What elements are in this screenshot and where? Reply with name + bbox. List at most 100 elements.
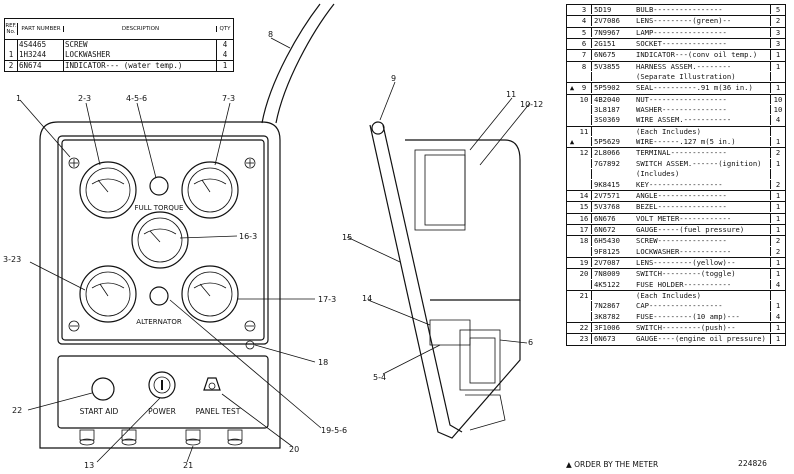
row-ref [577, 311, 592, 321]
label-panel-test: PANEL TEST [196, 407, 241, 416]
row-mark [567, 105, 577, 114]
row-qty: 1 [770, 213, 785, 223]
callout-13: 13 [84, 461, 94, 470]
small-parts-table: REF. No. PART NUMBER DESCRIPTION QTY 4S4… [4, 18, 234, 72]
row-qty: 3 [770, 27, 785, 38]
row-ref: 20 [577, 269, 592, 279]
small-row-part: 6N674 [18, 61, 64, 71]
row-part-number: 6H5430 [594, 236, 620, 246]
callout-5-4: 5-4 [373, 373, 386, 382]
row-mark: ▲ [569, 137, 575, 147]
row-part-number: 3S0369 [594, 115, 620, 125]
small-table-row: 2 6N674 INDICATOR--- (water temp.) 1 [5, 60, 233, 71]
row-mark [567, 148, 577, 157]
row-qty: 4 [770, 279, 785, 289]
small-header-part: PART NUMBER [18, 26, 64, 32]
side-view-panel [369, 121, 521, 439]
row-part-number: 4K5122 [594, 279, 620, 289]
row-part-number: 9F8125 [594, 246, 620, 256]
row-description: KEY----------------- [636, 179, 723, 189]
row-qty: 1 [770, 61, 785, 72]
row-part-number: 6N672 [594, 224, 616, 234]
row-description: SWITCH ASSEM.------(ignition) [636, 158, 762, 168]
row-part-number: 5D19 [594, 5, 612, 14]
row-ref [577, 137, 592, 147]
row-qty [770, 290, 785, 301]
parts-list-row: 21 (Each Includes) [567, 289, 785, 301]
row-ref: 19 [577, 257, 592, 268]
row-mark [567, 39, 577, 48]
row-mark [567, 115, 577, 124]
row-qty: 1 [770, 83, 785, 93]
callout-2-3: 2-3 [78, 94, 91, 103]
gauge-engine-oil-pressure-icon [79, 265, 137, 323]
callout-1: 1 [16, 94, 21, 103]
row-part-number: 3L8187 [594, 105, 620, 115]
callout-11: 11 [506, 90, 516, 99]
indicator-lamp-green-icon [149, 176, 169, 196]
row-mark [567, 280, 577, 289]
row-description: VOLT METER------------ [636, 213, 732, 223]
gauge-fuel-pressure-icon [181, 265, 239, 323]
row-part-number: 6N675 [594, 50, 616, 60]
row-description: GAUGE-----(fuel pressure) [636, 224, 745, 234]
row-qty [770, 126, 785, 137]
row-description: CAP----------------- [636, 301, 723, 311]
row-mark [567, 72, 577, 81]
row-qty: 1 [770, 257, 785, 268]
leader-lines [19, 37, 531, 463]
row-qty: 3 [770, 39, 785, 49]
row-qty: 5 [770, 5, 785, 15]
power-key-switch-icon [148, 371, 176, 399]
row-qty: 4 [770, 115, 785, 125]
callout-20: 20 [289, 445, 299, 454]
drawing-number: 224826 [738, 459, 767, 468]
row-ref: 3 [577, 5, 592, 15]
row-ref: 10 [577, 94, 592, 105]
row-mark [567, 236, 577, 245]
row-ref: 21 [577, 290, 592, 301]
row-ref: 23 [577, 334, 592, 344]
row-part-number: 5P5629 [594, 137, 620, 147]
row-mark [567, 258, 577, 267]
row-qty: 2 [770, 179, 785, 189]
fuse-holder-icon [121, 429, 137, 446]
row-description: (Includes) [636, 169, 680, 179]
row-description: NUT------------------ [636, 94, 727, 104]
footnote: ▲ ORDER BY THE METER [566, 460, 659, 469]
screw-icon [245, 340, 255, 350]
callout-3-23: 3-23 [3, 255, 21, 264]
row-mark [567, 323, 577, 332]
parts-list-row: (Includes) [567, 169, 785, 179]
row-part-number: 3F1006 [594, 322, 620, 332]
callout-16-3: 16-3 [239, 232, 257, 241]
small-table-row: 4S4465 SCREW 4 [5, 40, 233, 50]
indicator-lamp-yellow-icon [149, 286, 169, 306]
row-part-number: 2V7087 [594, 257, 620, 267]
row-description: FUSE---------(10 amp)--- [636, 311, 740, 321]
row-mark [567, 191, 577, 200]
row-qty: 4 [770, 311, 785, 321]
fuse-holder-icon [185, 429, 201, 446]
row-mark [567, 247, 577, 256]
screw-icon [244, 320, 256, 332]
callout-9: 9 [391, 74, 396, 83]
row-mark [567, 312, 577, 321]
row-part-number: 5V3855 [594, 61, 620, 71]
small-row-part: 4S4465 [18, 40, 64, 50]
screw-icon [68, 320, 80, 332]
gauge-body-side [414, 149, 466, 231]
callout-17-3: 17-3 [318, 295, 336, 304]
callout-7-3: 7-3 [222, 94, 235, 103]
row-part-number: 5V3768 [594, 202, 620, 212]
row-qty: 2 [770, 16, 785, 26]
row-description: SOCKET--------------- [636, 39, 727, 49]
row-description: LAMP----------------- [636, 27, 727, 37]
row-mark [567, 127, 577, 136]
row-ref: 16 [577, 213, 592, 223]
